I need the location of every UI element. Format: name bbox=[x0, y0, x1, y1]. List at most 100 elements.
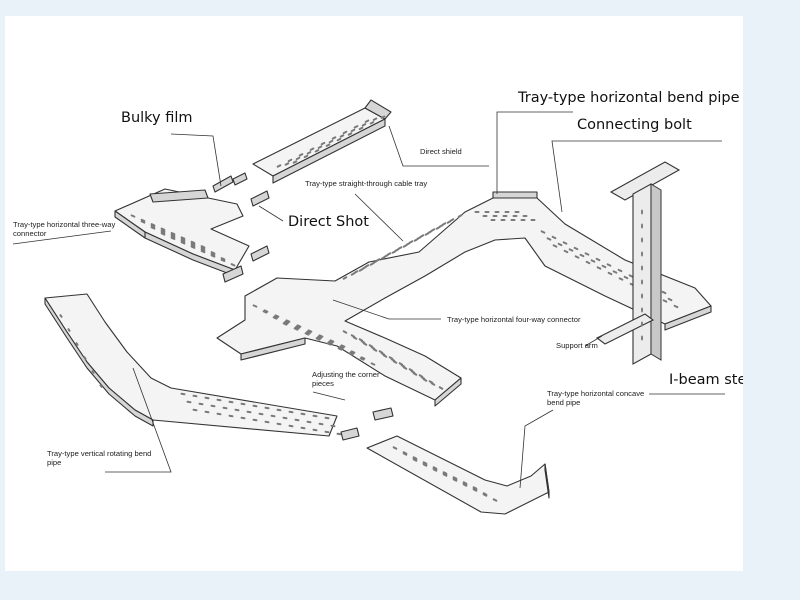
tray-slot bbox=[264, 420, 270, 424]
label-three-way-1: Tray-type horizontal three-way bbox=[13, 220, 115, 229]
tray-slot bbox=[190, 242, 196, 246]
tray-slot bbox=[284, 320, 290, 324]
tray-slot bbox=[83, 356, 87, 360]
tray-slot bbox=[573, 246, 579, 251]
tray-slot bbox=[402, 452, 408, 456]
tray-slot bbox=[520, 219, 526, 221]
tray-slot bbox=[337, 347, 343, 351]
tray-slot bbox=[380, 115, 386, 119]
tray-slot bbox=[67, 328, 71, 332]
tray-slot bbox=[339, 134, 345, 138]
tray-slot bbox=[347, 132, 353, 136]
tray-slot bbox=[180, 237, 186, 242]
tray-slot bbox=[641, 223, 643, 229]
tray-slot bbox=[190, 243, 196, 248]
tray-slot bbox=[228, 414, 234, 418]
tray-slot bbox=[584, 252, 590, 256]
tray-slot bbox=[546, 237, 552, 241]
tray-slot bbox=[662, 299, 668, 303]
tray-slot bbox=[326, 342, 332, 346]
tray-slot bbox=[422, 463, 428, 467]
label-bend-pipe: Tray-type horizontal bend pipe bbox=[517, 90, 740, 106]
tray-slot bbox=[170, 233, 176, 237]
tray-slot bbox=[200, 246, 206, 251]
tray-slot bbox=[140, 218, 146, 223]
tray-slot bbox=[412, 458, 418, 462]
leader-four-way bbox=[332, 299, 441, 320]
four-way-connector-part bbox=[216, 191, 712, 407]
tray-slot bbox=[484, 211, 490, 213]
tray-slot bbox=[446, 220, 452, 224]
tray-slot bbox=[91, 370, 95, 374]
label-connecting-bolt: Connecting bolt bbox=[577, 117, 692, 133]
tray-slot bbox=[606, 263, 612, 267]
tray-slot bbox=[482, 215, 488, 217]
tray-slot bbox=[220, 258, 226, 263]
label-concave-1: Tray-type horizontal concave bbox=[547, 389, 644, 398]
tray-slot bbox=[474, 211, 480, 213]
tray-slot bbox=[369, 121, 375, 125]
tray-slot bbox=[59, 314, 63, 318]
tray-slot bbox=[661, 290, 667, 295]
tray-slot bbox=[370, 362, 376, 366]
tray-slot bbox=[274, 314, 280, 318]
tray-slot bbox=[336, 137, 342, 142]
tray-slot bbox=[283, 321, 289, 325]
tray-slot bbox=[359, 357, 365, 361]
three-way-connector-part bbox=[114, 188, 250, 277]
tray-slot bbox=[612, 270, 618, 274]
cable-tray-diagram: Bulky film Direct shield Tray-type horiz… bbox=[12, 90, 743, 515]
tray-slot bbox=[438, 386, 444, 390]
tray-slot bbox=[252, 304, 258, 308]
tray-slot bbox=[327, 341, 333, 345]
tray-slot bbox=[432, 468, 438, 472]
tray-slot bbox=[641, 335, 643, 341]
tray-slot bbox=[130, 214, 136, 218]
tray-slot bbox=[170, 236, 176, 241]
tray-slot bbox=[330, 424, 336, 428]
tray-slot bbox=[413, 238, 419, 242]
tray-slot bbox=[276, 164, 282, 168]
tray-slot bbox=[579, 253, 585, 258]
tray-slot bbox=[160, 230, 166, 235]
tray-slot bbox=[180, 392, 186, 396]
tray-slot bbox=[428, 380, 434, 384]
diagram-canvas: Bulky film Direct shield Tray-type horiz… bbox=[5, 16, 743, 571]
label-adjusting-1: Adjusting the corner bbox=[312, 370, 380, 379]
tray-slot bbox=[304, 332, 310, 336]
tray-slot bbox=[325, 143, 331, 147]
tray-slot bbox=[210, 251, 216, 255]
tray-slot bbox=[641, 307, 643, 313]
tray-slot bbox=[228, 400, 234, 404]
tray-slot bbox=[276, 408, 282, 412]
tray-slot bbox=[190, 240, 196, 245]
tray-slot bbox=[292, 160, 298, 164]
tray-slot bbox=[368, 344, 374, 348]
tray-slot bbox=[667, 297, 673, 302]
tray-slot bbox=[364, 119, 370, 123]
leader-three-way bbox=[12, 230, 112, 245]
tray-slot bbox=[628, 274, 634, 278]
tray-slot bbox=[312, 428, 318, 432]
tray-slot bbox=[502, 215, 508, 217]
tray-slot bbox=[307, 329, 313, 333]
tray-slot bbox=[641, 209, 643, 215]
tray-slot bbox=[361, 123, 367, 127]
leader-direct-shot bbox=[258, 205, 284, 222]
tray-slot bbox=[296, 324, 302, 328]
tray-slot bbox=[331, 136, 337, 140]
label-four-way: Tray-type horizontal four-way connector bbox=[447, 315, 581, 324]
direct-shield-part bbox=[252, 99, 392, 184]
tray-slot bbox=[329, 339, 335, 343]
tray-slot bbox=[641, 293, 643, 299]
label-direct-shot: Direct Shot bbox=[288, 214, 369, 230]
tray-slot bbox=[317, 145, 323, 149]
label-bulky-film: Bulky film bbox=[121, 110, 193, 126]
leader-concave bbox=[519, 409, 554, 489]
tray-slot bbox=[306, 420, 312, 424]
tray-slot bbox=[170, 231, 176, 236]
tray-slot bbox=[234, 408, 240, 412]
tray-slot bbox=[435, 226, 441, 230]
tray-slot bbox=[392, 446, 398, 450]
tray-slot bbox=[340, 344, 346, 348]
